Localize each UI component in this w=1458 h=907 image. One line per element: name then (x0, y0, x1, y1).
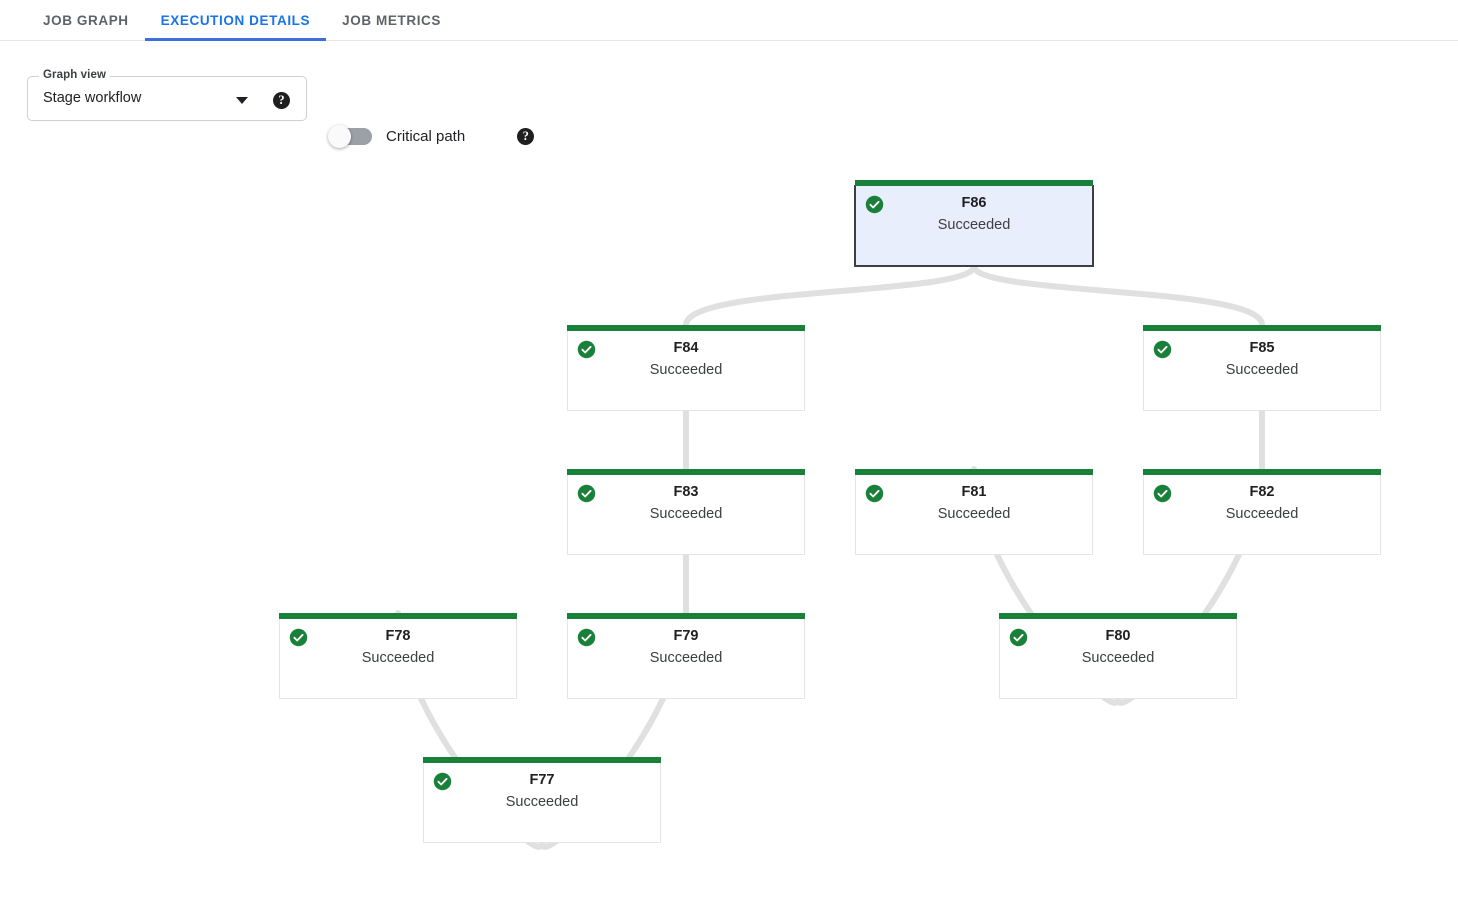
critical-path-toggle[interactable] (328, 124, 372, 148)
tab-job-metrics[interactable]: JOB METRICS (326, 0, 457, 41)
graph-edge-f84-to-f86 (683, 263, 977, 328)
graph-view-selected-value: Stage workflow (43, 90, 142, 106)
help-icon-glyph: ? (273, 92, 290, 109)
help-icon-glyph: ? (517, 128, 535, 145)
check-circle-icon (577, 340, 596, 359)
node-status-bar (855, 469, 1093, 475)
node-status-label: Succeeded (649, 650, 723, 666)
check-circle-icon (577, 628, 596, 647)
node-status-label: Succeeded (505, 794, 579, 810)
graph-view-help-icon[interactable]: ? (273, 91, 290, 109)
node-id-label: F82 (1249, 484, 1275, 500)
node-status-label: Succeeded (1225, 506, 1299, 522)
check-circle-icon (289, 628, 308, 647)
node-id-label: F86 (961, 195, 987, 211)
graph-edge-f85-to-f86 (971, 263, 1265, 328)
check-circle-icon (1153, 484, 1172, 503)
node-status-bar (279, 613, 517, 619)
node-status-bar (567, 469, 805, 475)
node-id-label: F77 (529, 772, 555, 788)
node-id-label: F84 (673, 340, 699, 356)
tab-execution-details-label: EXECUTION DETAILS (160, 12, 311, 28)
critical-path-help-icon[interactable]: ? (517, 127, 535, 145)
node-status-bar (1143, 325, 1381, 331)
node-status-bar (1143, 469, 1381, 475)
tab-bar: JOB GRAPH EXECUTION DETAILS JOB METRICS (0, 0, 1458, 41)
tab-job-metrics-label: JOB METRICS (342, 12, 441, 28)
node-status-label: Succeeded (937, 217, 1011, 233)
node-status-label: Succeeded (937, 506, 1011, 522)
check-circle-icon (1153, 340, 1172, 359)
node-id-label: F79 (673, 628, 699, 644)
node-status-label: Succeeded (1081, 650, 1155, 666)
graph-view-select[interactable]: Graph view Stage workflow ? (27, 69, 307, 121)
node-status-bar (999, 613, 1237, 619)
node-id-label: F83 (673, 484, 699, 500)
node-status-bar (567, 325, 805, 331)
tab-job-graph-label: JOB GRAPH (43, 12, 129, 28)
controls-row: Graph view Stage workflow ? Critical pat… (0, 41, 1458, 148)
node-id-label: F81 (961, 484, 987, 500)
check-circle-icon (865, 484, 884, 503)
check-circle-icon (1009, 628, 1028, 647)
critical-path-control: Critical path ? (328, 124, 535, 148)
node-status-label: Succeeded (649, 506, 723, 522)
node-status-bar (855, 180, 1093, 186)
chevron-down-icon[interactable] (236, 97, 248, 104)
check-circle-icon (577, 484, 596, 503)
toggle-knob (328, 124, 351, 148)
tab-execution-details[interactable]: EXECUTION DETAILS (144, 0, 327, 41)
node-status-label: Succeeded (649, 362, 723, 378)
graph-view-legend: Graph view (39, 69, 110, 81)
node-id-label: F80 (1105, 628, 1131, 644)
node-id-label: F85 (1249, 340, 1275, 356)
node-id-label: F78 (385, 628, 411, 644)
tab-job-graph[interactable]: JOB GRAPH (27, 0, 145, 41)
node-status-bar (567, 613, 805, 619)
check-circle-icon (865, 195, 884, 214)
node-status-bar (423, 757, 661, 763)
check-circle-icon (433, 772, 452, 791)
node-status-label: Succeeded (1225, 362, 1299, 378)
critical-path-label: Critical path (386, 127, 466, 145)
node-status-label: Succeeded (361, 650, 435, 666)
